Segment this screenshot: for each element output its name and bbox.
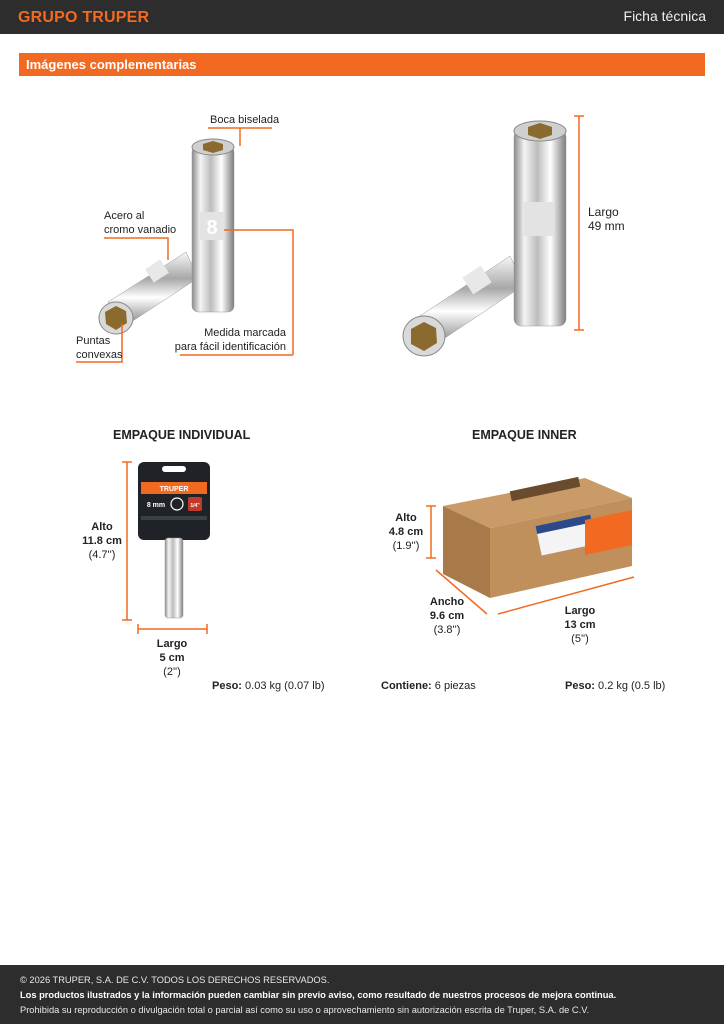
footer-copyright: © 2026 TRUPER, S.A. DE C.V. TODOS LOS DE…: [20, 975, 330, 985]
brand-logo: GRUPO TRUPER: [18, 9, 150, 26]
page-footer: © 2026 TRUPER, S.A. DE C.V. TODOS LOS DE…: [0, 965, 724, 1024]
socket-standing-left: 8: [191, 138, 235, 313]
inner-alto-in: (1.9''): [392, 540, 420, 552]
individual-weight-value: 0.03 kg (0.07 lb): [245, 680, 325, 692]
socket-lying-right: [402, 255, 525, 357]
callout-acero-line2: cromo vanadio: [104, 224, 177, 236]
section-header: Imágenes complementarias: [19, 53, 705, 76]
inner-contents: Contiene: 6 piezas: [381, 680, 476, 692]
individual-alto-cm: 11.8 cm: [82, 535, 122, 547]
inner-ancho-in: (3.8''): [433, 624, 461, 636]
inner-weight-value: 0.2 kg (0.5 lb): [598, 680, 666, 692]
individual-weight-label: Peso:: [212, 680, 242, 692]
section-title: Imágenes complementarias: [26, 57, 197, 72]
inner-contents-value: 6 piezas: [434, 680, 476, 692]
socket-lying-left: [98, 251, 199, 335]
individual-package-image: TRUPER 8 mm 1/4": [122, 461, 635, 634]
callout-acero-line1: Acero al: [104, 210, 145, 222]
individual-alto: Alto 11.8 cm (4.7''): [72, 520, 132, 562]
callout-medida-line1: Medida marcada: [204, 327, 286, 339]
callout-largo-value: 49 mm: [588, 219, 625, 233]
callout-puntas-line2: convexas: [76, 349, 123, 361]
individual-package-title: EMPAQUE INDIVIDUAL: [113, 428, 251, 442]
packaged-socket: [164, 537, 184, 619]
individual-largo: Largo 5 cm (2''): [142, 637, 202, 679]
card-drive: 1/4": [190, 503, 200, 509]
socket-features-image: 8: [76, 115, 584, 363]
card-size: 8 mm: [147, 502, 165, 509]
individual-dimension-lines: [122, 461, 208, 634]
socket-size-mark: 8: [206, 217, 217, 239]
top-header: GRUPO TRUPER Ficha técnica: [0, 0, 724, 34]
inner-weight-label: Peso:: [565, 680, 595, 692]
individual-largo-cm: 5 cm: [159, 652, 185, 664]
inner-ancho: Ancho 9.6 cm (3.8''): [416, 595, 478, 637]
individual-largo-label: Largo: [156, 638, 188, 650]
inner-package-title: EMPAQUE INNER: [472, 428, 577, 442]
document-type: Ficha técnica: [623, 8, 706, 24]
inner-largo-in: (5''): [571, 633, 589, 645]
leader-lines: [76, 115, 584, 363]
callout-puntas-line1: Puntas: [76, 335, 111, 347]
callout-medida-line2: para fácil identificación: [174, 341, 286, 353]
inner-alto-cm: 4.8 cm: [388, 526, 424, 538]
individual-weight: Peso: 0.03 kg (0.07 lb): [212, 680, 325, 692]
inner-box: [443, 476, 632, 598]
individual-alto-label: Alto: [91, 521, 113, 533]
inner-ancho-cm: 9.6 cm: [429, 610, 465, 622]
inner-largo-cm: 13 cm: [564, 619, 596, 631]
inner-largo: Largo 13 cm (5''): [550, 604, 610, 646]
inner-largo-label: Largo: [564, 605, 596, 617]
callout-largo-label: Largo: [588, 205, 619, 219]
individual-alto-in: (4.7''): [88, 549, 116, 561]
inner-weight: Peso: 0.2 kg (0.5 lb): [565, 680, 665, 692]
inner-alto: Alto 4.8 cm (1.9''): [380, 511, 432, 553]
individual-largo-in: (2''): [163, 666, 181, 678]
card-brand: TRUPER: [160, 486, 189, 493]
footer-notice: Los productos ilustrados y la informació…: [20, 990, 617, 1000]
inner-alto-label: Alto: [395, 512, 417, 524]
socket-standing-right: [513, 120, 567, 327]
inner-contents-label: Contiene:: [381, 680, 432, 692]
inner-dimension-lines: [426, 505, 635, 615]
callout-boca-biselada: Boca biselada: [210, 114, 280, 126]
blister-card: TRUPER 8 mm 1/4": [138, 462, 210, 540]
footer-prohibition: Prohibida su reproducción o divulgación …: [20, 1005, 590, 1015]
inner-ancho-label: Ancho: [429, 596, 465, 608]
